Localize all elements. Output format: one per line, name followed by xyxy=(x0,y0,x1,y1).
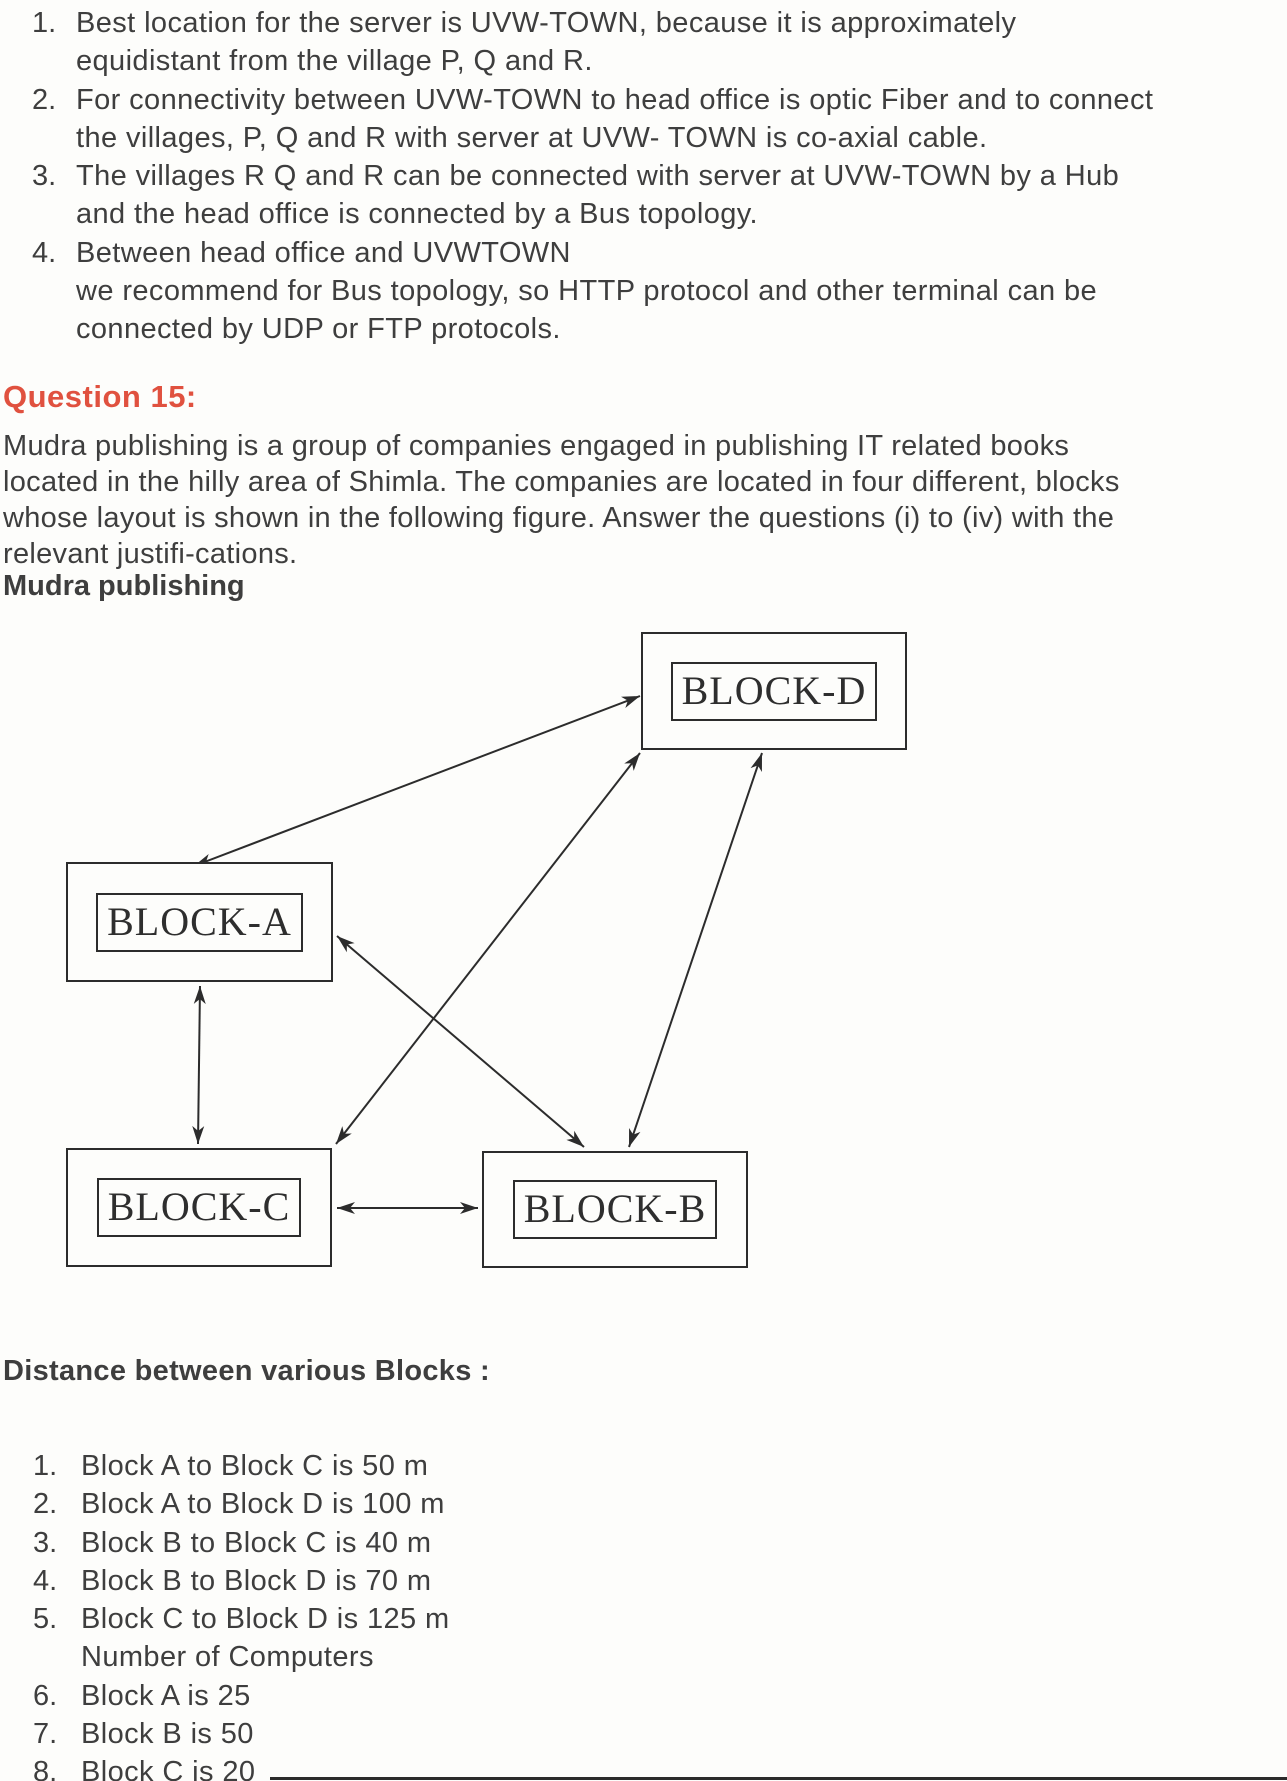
text-line: located in the hilly area of Shimla. The… xyxy=(3,466,1120,498)
list-item-text: Block A to Block C is 50 m xyxy=(81,1450,429,1482)
list-item-number: 1. xyxy=(32,7,57,39)
block-label: BLOCK-B xyxy=(523,1186,707,1231)
question-heading: Question 15: xyxy=(3,379,197,414)
list-item: 3. Block B to Block C is 40 m xyxy=(0,1524,1287,1562)
connector-a-b xyxy=(336,935,585,1148)
text-line: Mudra publishing is a group of companies… xyxy=(3,430,1070,462)
list-item: 1. Block A to Block C is 50 m xyxy=(0,1447,1287,1485)
list-item: 4. Between head office and UVWTOWN we re… xyxy=(0,234,1287,349)
list-item-text: Block B is 50 xyxy=(81,1718,254,1751)
connector-a-c xyxy=(192,985,206,1145)
text-line: For connectivity between UVW-TOWN to hea… xyxy=(76,83,1154,116)
question-paragraph: Mudra publishing is a group of companies… xyxy=(3,428,1120,572)
text-line: the villages, P, Q and R with server at … xyxy=(76,121,988,154)
block-label-frame: BLOCK-C xyxy=(96,1178,302,1237)
block-box-d: BLOCK-D xyxy=(641,632,907,750)
list-item: 2. Block A to Block D is 100 m xyxy=(0,1485,1287,1523)
block-label-frame: BLOCK-D xyxy=(670,661,878,721)
distance-heading: Distance between various Blocks : xyxy=(3,1355,490,1387)
list-item-number: 7. xyxy=(33,1718,58,1751)
list-item: 6. Block A is 25 xyxy=(0,1677,1287,1715)
distance-list: 1. Block A to Block C is 50 m 2. Block A… xyxy=(0,1447,1287,1781)
block-box-b: BLOCK-B xyxy=(482,1151,748,1268)
list-item-text: Block B to Block D is 70 m xyxy=(81,1564,432,1597)
list-item-number: 4. xyxy=(32,236,57,269)
list-item-number: 3. xyxy=(32,160,57,193)
list-item-text: For connectivity between UVW-TOWN to hea… xyxy=(76,81,1287,158)
list-item-text: Block A to Block D is 100 m xyxy=(81,1488,445,1521)
list-item-text: Block C to Block D is 125 m xyxy=(81,1603,450,1636)
text-line: whose layout is shown in the following f… xyxy=(3,502,1115,534)
list-item-text: Block A is 25 xyxy=(81,1679,251,1712)
list-item: 2. For connectivity between UVW-TOWN to … xyxy=(0,81,1287,158)
text-line: relevant justifi-cations. xyxy=(3,538,298,570)
text-line: equidistant from the village P, Q and R. xyxy=(76,45,593,78)
text-line: we recommend for Bus topology, so HTTP p… xyxy=(76,275,1098,308)
list-item: Number of Computers xyxy=(0,1638,1287,1676)
connector-c-d xyxy=(335,752,641,1145)
text-line: The villages R Q and R can be connected … xyxy=(76,160,1120,193)
text-line: connected by UDP or FTP protocols. xyxy=(76,313,561,346)
list-item-number: 1. xyxy=(33,1450,58,1482)
list-item-number: 4. xyxy=(33,1564,58,1597)
connector-b-d xyxy=(628,752,763,1148)
text-line: and the head office is connected by a Bu… xyxy=(76,198,758,231)
list-item-number: 2. xyxy=(33,1488,58,1521)
block-label: BLOCK-C xyxy=(107,1184,291,1229)
text-line: Between head office and UVWTOWN xyxy=(76,236,571,269)
list-item-text: The villages R Q and R can be connected … xyxy=(76,157,1287,234)
answer-list: 1. Best location for the server is UVW-T… xyxy=(0,4,1287,349)
list-item: 7. Block B is 50 xyxy=(0,1715,1287,1753)
list-item: 5. Block C to Block D is 125 m xyxy=(0,1600,1287,1638)
list-item: 1. Best location for the server is UVW-T… xyxy=(0,4,1287,81)
list-item: 8. Block C is 20 xyxy=(0,1753,1287,1781)
list-item: 4. Block B to Block D is 70 m xyxy=(0,1562,1287,1600)
block-box-a: BLOCK-A xyxy=(66,862,333,982)
block-label-frame: BLOCK-A xyxy=(96,892,303,952)
list-item-number: 6. xyxy=(33,1679,58,1712)
list-item-number: 3. xyxy=(33,1526,58,1559)
list-item-text: Number of Computers xyxy=(81,1641,374,1674)
section-subheading: Mudra publishing xyxy=(3,570,245,602)
list-item-text: Block B to Block C is 40 m xyxy=(81,1526,432,1559)
list-item: 3. The villages R Q and R can be connect… xyxy=(0,157,1287,234)
page-bottom-rule xyxy=(270,1777,1287,1780)
block-label: BLOCK-D xyxy=(681,667,867,713)
block-label: BLOCK-A xyxy=(107,898,292,944)
list-item-number xyxy=(33,1638,81,1676)
list-item-number: 8. xyxy=(33,1756,58,1781)
list-item-number: 2. xyxy=(32,83,57,116)
block-box-c: BLOCK-C xyxy=(66,1148,332,1267)
list-item-number: 5. xyxy=(33,1603,58,1636)
list-item-text: Block C is 20 xyxy=(81,1756,256,1781)
list-item-text: Best location for the server is UVW-TOWN… xyxy=(76,4,1287,81)
text-line: Best location for the server is UVW-TOWN… xyxy=(76,7,1017,39)
block-label-frame: BLOCK-B xyxy=(512,1180,718,1239)
list-item-text: Between head office and UVWTOWN we recom… xyxy=(76,234,1287,349)
